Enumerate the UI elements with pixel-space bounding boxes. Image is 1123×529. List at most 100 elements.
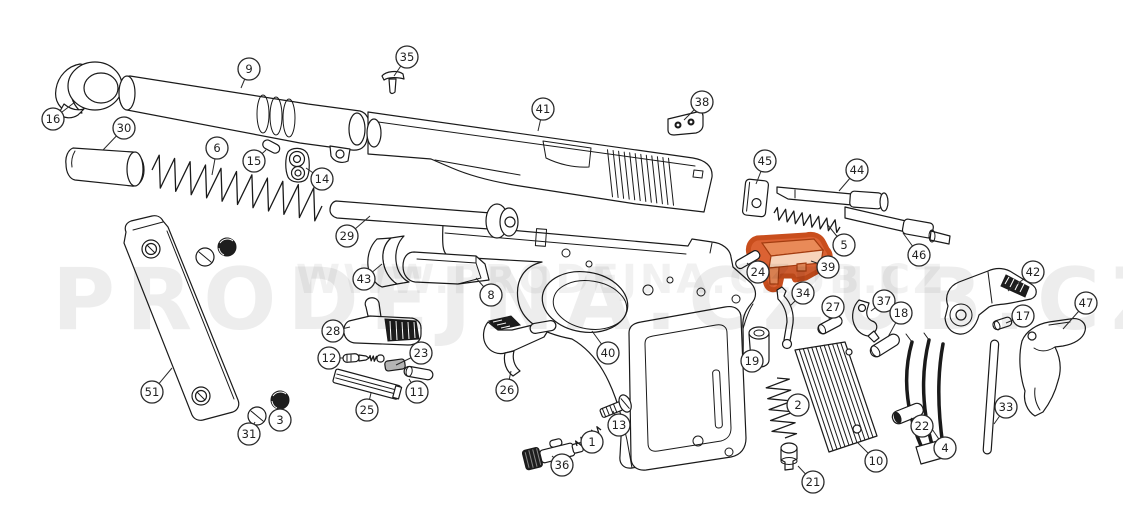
pin-illustration-22 — [891, 402, 924, 425]
callout-circle[interactable] — [889, 301, 913, 325]
callout-circle[interactable] — [580, 430, 604, 454]
callout-number: 37 — [877, 294, 892, 308]
callout-circle[interactable] — [740, 349, 764, 373]
callout-31[interactable]: 31 — [237, 421, 261, 446]
callout-39[interactable]: 39 — [810, 255, 840, 279]
callout-circle[interactable] — [112, 116, 136, 140]
callout-26[interactable]: 26 — [495, 370, 519, 402]
callout-30[interactable]: 30 — [102, 116, 136, 151]
callout-34[interactable]: 34 — [789, 281, 815, 307]
callout-circle[interactable] — [907, 243, 931, 267]
callout-circle[interactable] — [395, 45, 419, 69]
callout-circle[interactable] — [237, 422, 261, 446]
callout-5[interactable]: 5 — [826, 223, 856, 257]
callout-44[interactable]: 44 — [838, 158, 869, 192]
callout-circle[interactable] — [746, 260, 770, 284]
callout-21[interactable]: 21 — [797, 465, 825, 494]
callout-circle[interactable] — [242, 149, 266, 173]
callout-47[interactable]: 47 — [1062, 291, 1098, 330]
callout-circle[interactable] — [933, 436, 957, 460]
callout-circle[interactable] — [355, 398, 379, 422]
callout-11[interactable]: 11 — [405, 378, 429, 404]
callout-number: 46 — [912, 248, 927, 262]
callout-circle[interactable] — [321, 319, 345, 343]
callout-18[interactable]: 18 — [887, 301, 913, 338]
callout-circle[interactable] — [41, 107, 65, 131]
callout-51[interactable]: 51 — [140, 367, 173, 404]
callout-circle[interactable] — [786, 393, 810, 417]
callout-circle[interactable] — [1074, 291, 1098, 315]
callout-circle[interactable] — [845, 158, 869, 182]
callout-circle[interactable] — [310, 167, 334, 191]
callout-41[interactable]: 41 — [531, 97, 555, 132]
callout-circle[interactable] — [140, 380, 164, 404]
callout-circle[interactable] — [872, 289, 896, 313]
callout-45[interactable]: 45 — [753, 149, 777, 185]
callout-circle[interactable] — [816, 255, 840, 279]
callout-circle[interactable] — [607, 413, 631, 437]
callout-circle[interactable] — [550, 453, 574, 477]
callout-8[interactable]: 8 — [475, 277, 503, 307]
callout-13[interactable]: 13 — [607, 410, 631, 437]
callout-circle[interactable] — [479, 283, 503, 307]
callout-circle[interactable] — [864, 449, 888, 473]
callout-16[interactable]: 16 — [41, 101, 76, 131]
callout-circle[interactable] — [409, 341, 433, 365]
callout-circle[interactable] — [596, 341, 620, 365]
callout-19[interactable]: 19 — [740, 349, 764, 373]
callout-circle[interactable] — [690, 90, 714, 114]
callout-circle[interactable] — [791, 281, 815, 305]
callout-37[interactable]: 37 — [870, 289, 896, 313]
callout-1[interactable]: 1 — [580, 430, 604, 454]
callout-12[interactable]: 12 — [317, 346, 343, 370]
callout-circle[interactable] — [205, 136, 229, 160]
callout-circle[interactable] — [832, 233, 856, 257]
callout-40[interactable]: 40 — [591, 330, 620, 365]
callout-circle[interactable] — [495, 378, 519, 402]
callout-33[interactable]: 33 — [993, 395, 1018, 425]
callout-circle[interactable] — [1021, 260, 1045, 284]
callout-circle[interactable] — [531, 97, 555, 121]
callout-4[interactable]: 4 — [931, 428, 957, 460]
mainspring-housing-illustration — [794, 341, 878, 453]
callout-3[interactable]: 3 — [268, 406, 292, 432]
hammer-pin-illustration-18 — [869, 333, 900, 358]
callout-9[interactable]: 9 — [237, 57, 261, 89]
callout-circle[interactable] — [405, 380, 429, 404]
callout-17[interactable]: 17 — [1005, 304, 1035, 328]
callout-25[interactable]: 25 — [355, 392, 379, 422]
callout-circle[interactable] — [821, 295, 845, 319]
callout-35[interactable]: 35 — [393, 45, 419, 77]
callout-circle[interactable] — [801, 470, 825, 494]
barrel-link-illustration — [285, 147, 310, 183]
callout-2[interactable]: 2 — [786, 393, 810, 417]
callout-22[interactable]: 22 — [910, 414, 934, 438]
callout-circle[interactable] — [994, 395, 1018, 419]
callout-46[interactable]: 46 — [902, 232, 931, 267]
callout-36[interactable]: 36 — [550, 453, 574, 477]
callout-24[interactable]: 24 — [746, 260, 770, 284]
callout-circle[interactable] — [335, 224, 359, 248]
callout-28[interactable]: 28 — [321, 319, 351, 343]
callout-circle[interactable] — [317, 346, 341, 370]
callout-38[interactable]: 38 — [683, 90, 714, 121]
callout-circle[interactable] — [268, 408, 292, 432]
callout-43[interactable]: 43 — [352, 263, 383, 291]
callout-29[interactable]: 29 — [335, 215, 371, 248]
callout-10[interactable]: 10 — [857, 442, 888, 473]
callout-27[interactable]: 27 — [821, 295, 845, 320]
slide-illustration — [366, 111, 713, 213]
plunger-tube-illustration — [521, 438, 584, 471]
callout-circle[interactable] — [910, 414, 934, 438]
callout-circle[interactable] — [753, 149, 777, 173]
grip-safety-illustration — [1019, 318, 1086, 417]
callout-15[interactable]: 15 — [242, 149, 267, 173]
callout-23[interactable]: 23 — [395, 341, 433, 366]
callout-circle[interactable] — [1011, 304, 1035, 328]
callout-circle[interactable] — [352, 267, 376, 291]
callout-14[interactable]: 14 — [305, 167, 334, 191]
callout-6[interactable]: 6 — [205, 136, 229, 176]
callout-circle[interactable] — [237, 57, 261, 81]
callout-number: 24 — [751, 265, 766, 279]
callout-42[interactable]: 42 — [1007, 260, 1045, 292]
